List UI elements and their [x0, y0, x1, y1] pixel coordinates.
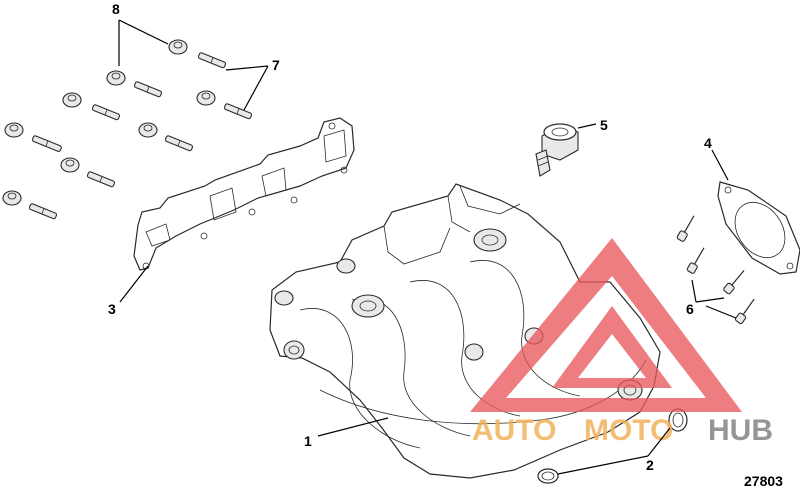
manifold-port [473, 228, 507, 252]
bolt [734, 298, 755, 325]
figure-number: 27803 [744, 473, 783, 489]
callout-4: 4 [704, 135, 712, 151]
stud [91, 104, 121, 121]
callout-2: 2 [646, 457, 654, 473]
callout-3: 3 [108, 301, 116, 317]
watermark: AUTO MOTO HUB [470, 238, 773, 447]
nut [138, 122, 158, 138]
manifold-port [351, 294, 385, 318]
o-ring [668, 408, 688, 432]
nut [60, 157, 80, 173]
nut [2, 190, 22, 206]
watermark-text-auto: AUTO [472, 414, 556, 447]
stud [28, 203, 58, 220]
watermark-text-hub: HUB [708, 414, 773, 447]
nut [168, 39, 188, 55]
o-ring [537, 468, 559, 484]
nut [106, 70, 126, 86]
watermark-triangle-inner [552, 306, 672, 388]
leader-lines [118, 19, 737, 475]
bolt [723, 270, 745, 295]
hose-fitting [535, 123, 579, 177]
manifold-port [336, 258, 356, 274]
callout-5: 5 [600, 117, 608, 133]
stud [31, 135, 62, 152]
bolt [686, 247, 705, 274]
manifold-gasket [133, 117, 355, 271]
nut [196, 90, 216, 106]
stud [164, 135, 194, 152]
watermark-triangle-outer [470, 238, 742, 412]
callout-7: 7 [272, 57, 280, 73]
nut-group [2, 39, 216, 206]
o-ring-group [537, 408, 688, 484]
callout-8: 8 [112, 1, 120, 17]
stud [133, 81, 163, 98]
callout-6: 6 [686, 301, 694, 317]
stud [197, 52, 227, 69]
stud [223, 103, 253, 120]
manifold-port [464, 343, 484, 361]
manifold-port [274, 290, 294, 306]
nut [62, 92, 82, 108]
stud [86, 171, 116, 188]
bolt [676, 215, 695, 242]
manifold-port [283, 340, 305, 360]
watermark-text-moto: MOTO [584, 414, 673, 447]
nut [4, 122, 24, 138]
throttle-gasket [717, 181, 800, 275]
callout-1: 1 [304, 433, 312, 449]
stud-group [28, 52, 253, 220]
bolt-group [676, 215, 755, 325]
